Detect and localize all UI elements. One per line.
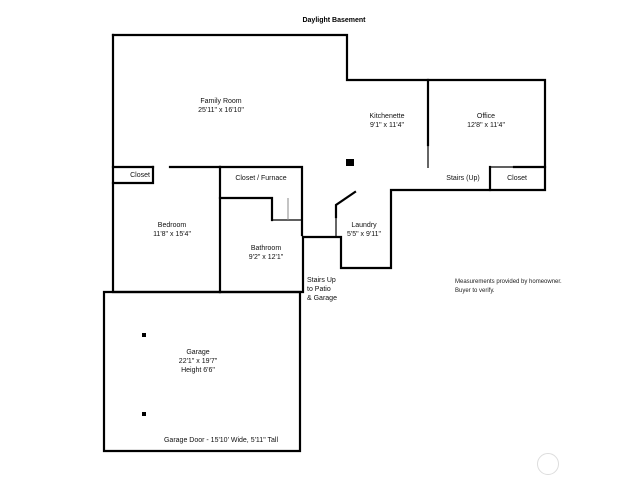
closet-left-label: Closet [130,172,150,179]
furnace-top-wall [218,165,304,237]
appliance-marker [346,159,354,166]
office-label: Office 12'8" x 11'4" [467,113,505,129]
measurement-note: Measurements provided by homeowner. Buye… [455,279,562,294]
bedroom-label: Bedroom 11'8" x 15'4" [153,222,191,238]
watermark-logo-icon [537,453,559,475]
kitchenette-label: Kitchenette 9'1" x 11'4" [369,113,405,129]
bathroom-label: Bathroom 9'2" x 12'1" [248,245,284,261]
garage-label: Garage 22'1" x 19'7" Height 6'6" [178,349,218,374]
family-room-label: Family Room 25'11" x 16'10" [198,98,244,114]
laundry-left-wall [334,190,357,219]
outer-wall [111,33,547,294]
stairs-up-label: Stairs (Up) [446,175,480,182]
closet-left-right [111,165,155,185]
furnace-bottom-wall [218,196,274,222]
closet-right-label: Closet [507,175,527,182]
laundry-label: Laundry 5'5" x 9'11" [347,222,381,238]
plan-title: Daylight Basement [302,17,366,24]
garage-post-marker [142,333,146,337]
stairs-patio-label: Stairs Up to Patio & Garage [307,277,337,302]
left-wall [111,33,222,294]
garage-post-marker [142,412,146,416]
closet-furnace-label: Closet / Furnace [235,175,287,182]
garage-wall [102,290,302,453]
garage-door-label: Garage Door - 15'10' Wide, 5'11" Tall [163,437,279,444]
